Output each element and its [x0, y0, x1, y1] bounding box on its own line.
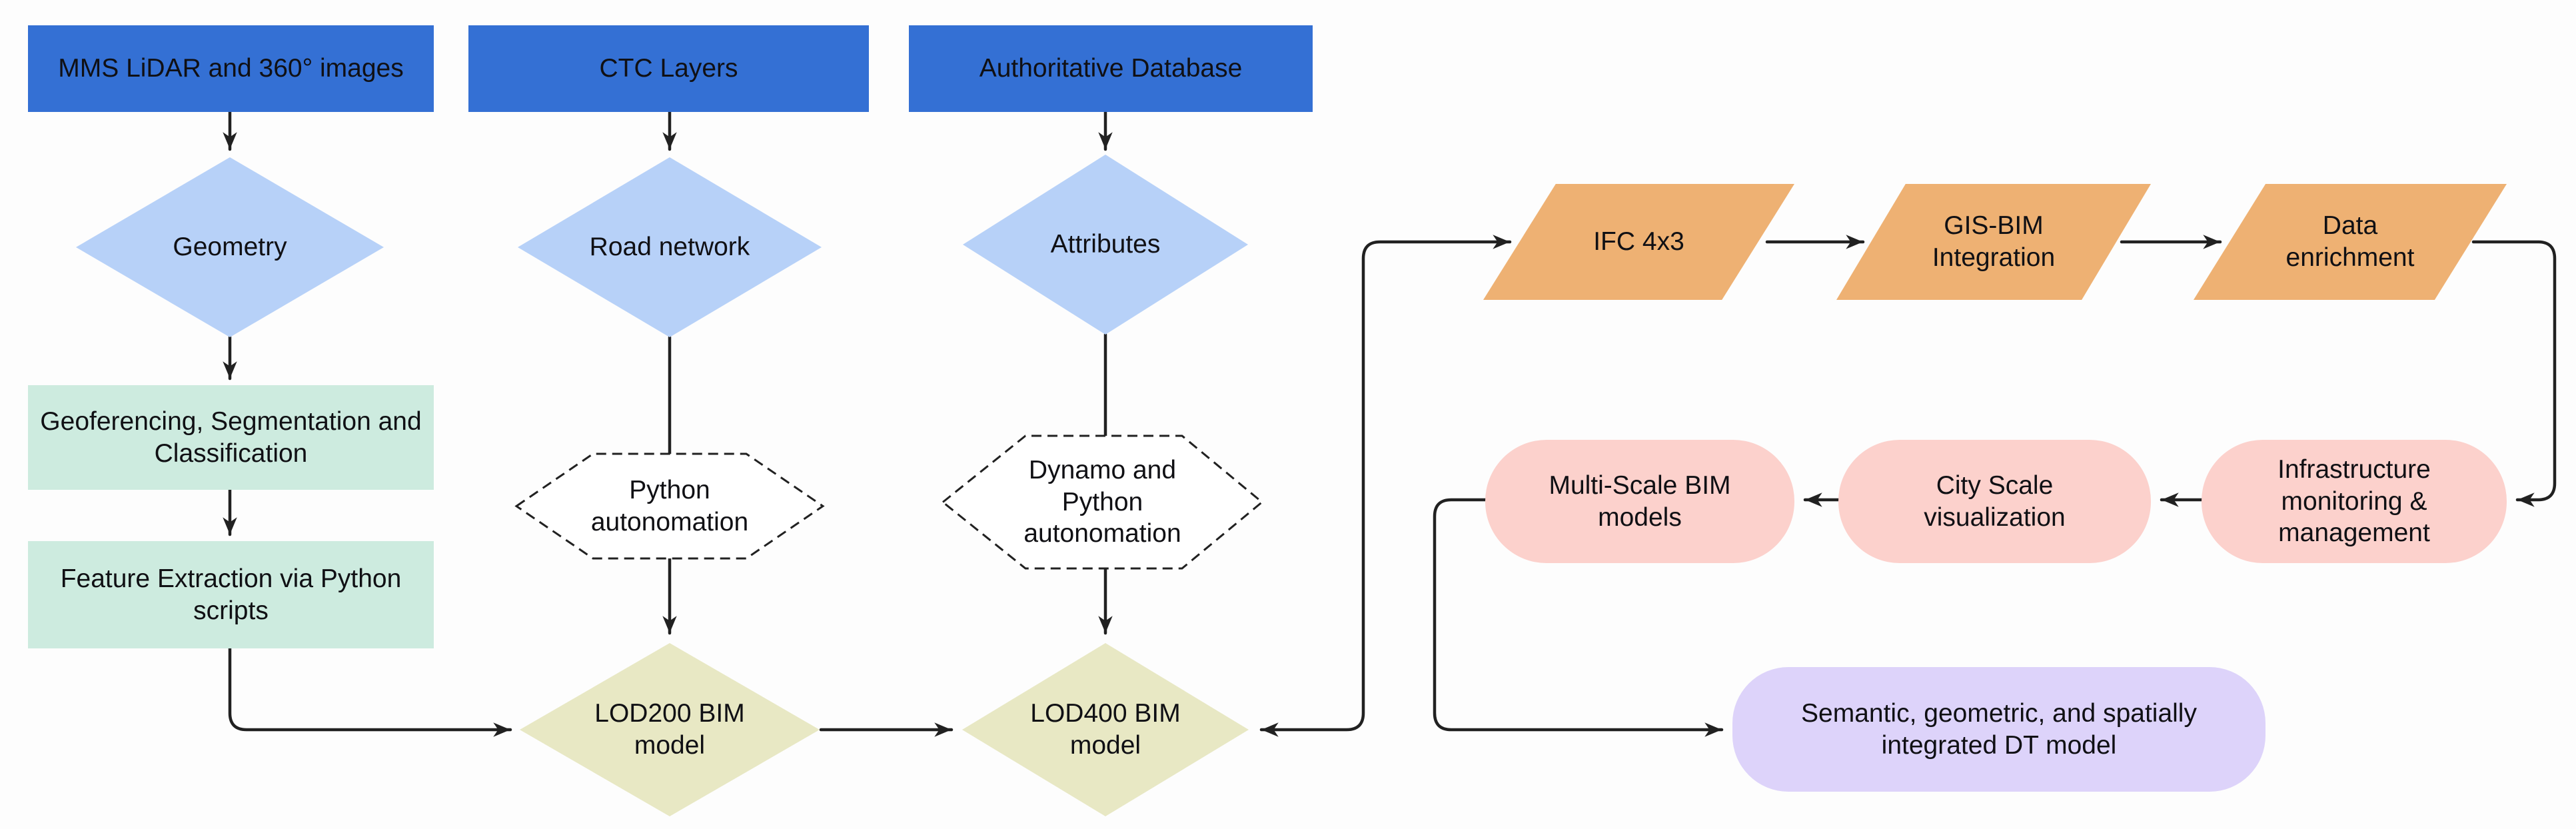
node-mms-lidar-images: MMS LiDAR and 360° images — [28, 25, 434, 112]
node-dynamo-python-autonomation: Dynamo and Python autonomation — [1023, 456, 1181, 548]
elbow-dataenrichment-to-infrastructure — [2471, 240, 2557, 507]
python-hexagon-outline — [514, 452, 825, 560]
node-integrated-dt-model: Semantic, geometric, and spatially integ… — [1732, 667, 2265, 792]
node-city-scale-visualization: City Scale visualization — [1838, 440, 2151, 563]
elbow-lod400-ifc — [1259, 235, 1512, 737]
node-geoferencing-segmentation: Geoferencing, Segmentation and Classific… — [28, 385, 434, 490]
elbow-multiscale-to-dtmodel — [1433, 498, 1724, 737]
node-feature-extraction: Feature Extraction via Python scripts — [28, 541, 434, 648]
node-ctc-layers: CTC Layers — [468, 25, 869, 112]
node-authoritative-database: Authoritative Database — [909, 25, 1313, 112]
dynamo-hexagon-outline — [941, 434, 1264, 570]
node-infrastructure-monitoring: Infrastructure monitoring & management — [2202, 440, 2507, 563]
node-python-autonomation: Python autonomation — [590, 475, 749, 536]
elbow-featureextraction-to-lod200 — [228, 646, 512, 737]
node-multi-scale-bim-models: Multi-Scale BIM models — [1485, 440, 1794, 563]
